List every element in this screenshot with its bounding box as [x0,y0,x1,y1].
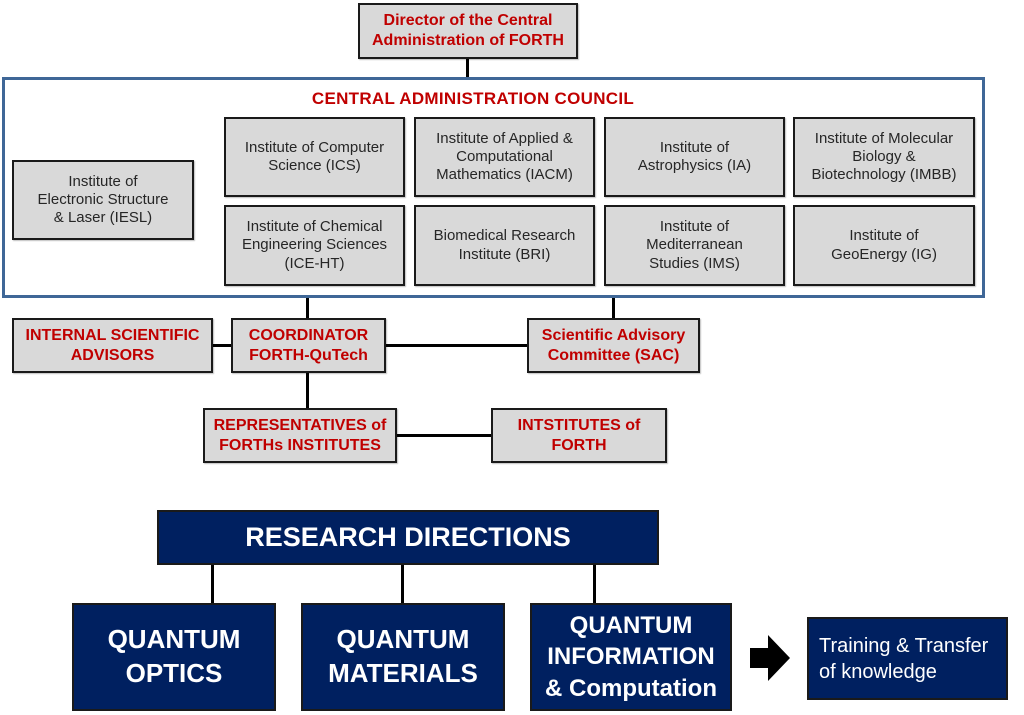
connector-advisors-coordinator [213,344,231,347]
director-box: Director of the Central Administration o… [358,3,578,59]
institute-ims: Institute of Mediterranean Studies (IMS) [604,205,785,286]
institutes-of-forth-box: INTSTITUTES of FORTH [491,408,667,463]
quantum-optics-box: QUANTUM OPTICS [72,603,276,711]
institute-ice-ht: Institute of Chemical Engineering Scienc… [224,205,405,286]
connector-coordinator-sac [386,344,527,347]
internal-scientific-advisors-box: INTERNAL SCIENTIFIC ADVISORS [12,318,213,373]
connector-representatives-institutes [397,434,491,437]
council-title: CENTRAL ADMINISTRATION COUNCIL [311,89,635,108]
representatives-box: REPRESENTATIVES of FORTHs INSTITUTES [203,408,397,463]
connector-research-materials [401,565,404,603]
connector-research-optics [211,565,214,603]
connector-director-council [466,59,469,78]
connector-council-sac [612,298,615,318]
institute-bri: Biomedical Research Institute (BRI) [414,205,595,286]
training-transfer-box: Training & Transfer of knowledge [807,617,1008,700]
institute-imbb: Institute of Molecular Biology & Biotech… [793,117,975,197]
research-directions-box: RESEARCH DIRECTIONS [157,510,659,565]
coordinator-box: COORDINATOR FORTH-QuTech [231,318,386,373]
institute-iesl: Institute of Electronic Structure & Lase… [12,160,194,240]
institute-iacm: Institute of Applied & Computational Mat… [414,117,595,197]
central-administration-council-frame [2,77,985,298]
quantum-information-box: QUANTUM INFORMATION & Computation [530,603,732,711]
connector-council-coordinator [306,298,309,318]
quantum-materials-box: QUANTUM MATERIALS [301,603,505,711]
institute-ics: Institute of Computer Science (ICS) [224,117,405,197]
connector-research-information [593,565,596,603]
institute-ig: Institute of GeoEnergy (IG) [793,205,975,286]
connector-coordinator-representatives [306,372,309,408]
institute-ia: Institute of Astrophysics (IA) [604,117,785,197]
right-arrow-icon [750,635,790,681]
scientific-advisory-committee-box: Scientific Advisory Committee (SAC) [527,318,700,373]
